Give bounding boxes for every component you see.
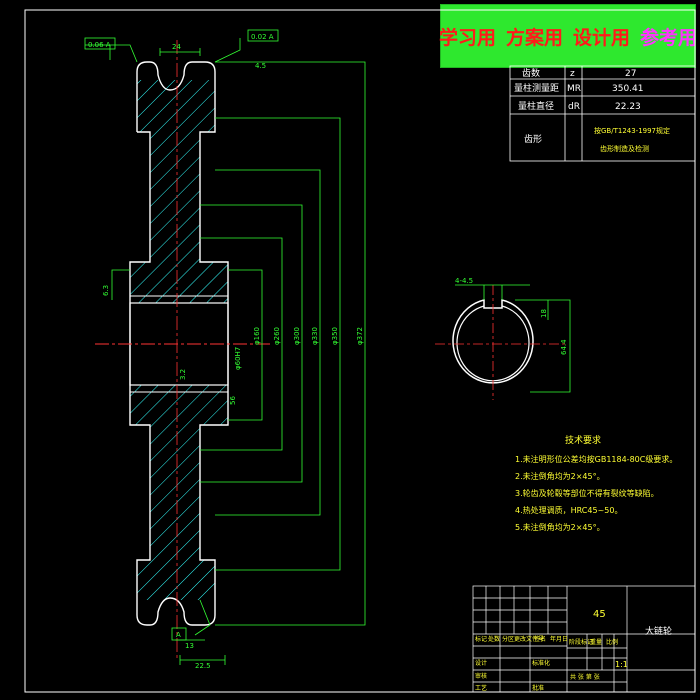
dim-angle: 4.5	[255, 62, 266, 70]
dim-keyway-width: 18	[540, 309, 548, 318]
lower-rim-hatch	[130, 385, 228, 600]
drawing-border	[24, 9, 696, 693]
keyway-outline	[452, 299, 534, 384]
dim-bottom-width-2: 13	[185, 642, 194, 650]
param-name-0: 齿数	[522, 67, 540, 79]
banner-label-scheme: 方案用	[505, 26, 563, 49]
scale: 1:1	[615, 660, 628, 669]
param-symbol-0: z	[570, 69, 575, 79]
tb-weight: 重量	[590, 638, 602, 646]
upper-rim-hatch	[130, 80, 228, 303]
param-value-2: 22.23	[615, 102, 641, 112]
tb-approve: 批准	[532, 684, 544, 692]
dim-hub-length: 56	[229, 396, 237, 405]
tolerance-frames	[84, 29, 279, 641]
callout-geom-tol-2: 0.02 A	[251, 33, 274, 41]
param-value-3: 按GB/T1243-1997规定	[594, 126, 670, 135]
tb-review: 审核	[475, 672, 487, 680]
tb-sheets: 共 张 第 张	[570, 673, 600, 681]
tech-item-3: 3.轮齿及轮毂等部位不得有裂纹等缺陷。	[515, 488, 659, 498]
tb-mark: 标记	[475, 635, 487, 643]
part-name: 大链轮	[645, 625, 672, 637]
roughness-1: 3.2	[179, 369, 187, 380]
datum-a: A	[176, 631, 181, 639]
dim-section-label: 4-4.5	[455, 277, 473, 285]
param-symbol-2: dR	[568, 102, 580, 112]
dim-d2: φ260	[273, 327, 281, 345]
dim-bottom-width: 22.5	[195, 662, 211, 670]
tech-item-2: 2.未注倒角均为2×45°。	[515, 471, 605, 481]
dimension-lines	[85, 38, 366, 665]
tb-stage-mark: 阶段标记	[569, 638, 593, 646]
param-symbol-1: MR	[567, 84, 581, 94]
dim-d1: φ160	[253, 327, 261, 345]
tb-count: 处数	[488, 635, 500, 643]
param-value-1: 350.41	[612, 84, 644, 94]
watermark-banner: 学习用 方案用 设计用 参考用	[438, 4, 698, 68]
title-block	[472, 585, 696, 693]
dim-keyway-depth: 64.4	[560, 339, 568, 355]
banner-label-design: 设计用	[573, 26, 631, 49]
param-name-3: 齿形	[524, 133, 542, 145]
material: 45	[593, 609, 606, 620]
parameter-table	[509, 65, 696, 162]
param-name-1: 量柱测量距	[514, 82, 559, 94]
tb-process: 工艺	[475, 684, 487, 692]
callout-geom-tol-1: 0.06 A	[88, 41, 111, 49]
dim-bore: φ60H7	[234, 347, 242, 370]
keyway-section-view: 4-4.5 64.4 18	[435, 277, 571, 400]
tb-zone: 分区	[502, 635, 514, 643]
tb-scale-label: 比例	[606, 638, 618, 646]
dim-d5: φ350	[331, 327, 339, 345]
param-value-3-line2: 齿形制造及检测	[600, 144, 649, 153]
dim-d4: φ330	[311, 327, 319, 345]
dim-left-chamfer: 6.3	[102, 285, 110, 296]
upper-outline	[129, 61, 229, 303]
dim-width-top: 24	[172, 43, 181, 51]
tb-standardize: 标准化	[532, 659, 550, 667]
tb-date: 年月日	[550, 635, 568, 643]
tb-signature: 签名	[534, 635, 546, 643]
tb-doc-no: 更改文件号	[514, 635, 544, 643]
tb-design: 设计	[475, 659, 487, 667]
dim-d3: φ300	[293, 327, 301, 345]
dim-d-outer: φ372	[356, 327, 364, 345]
tech-requirements: 技术要求 1.未注明形位公差均按GB1184-80C级要求。 2.未注倒角均为2…	[515, 434, 677, 532]
tech-item-1: 1.未注明形位公差均按GB1184-80C级要求。	[515, 454, 677, 464]
banner-label-study: 学习用	[438, 26, 496, 49]
param-value-0: 27	[625, 69, 636, 79]
tech-title: 技术要求	[565, 434, 601, 446]
tech-item-5: 5.未注倒角均为2×45°。	[515, 522, 605, 532]
keyway-dims	[455, 284, 571, 393]
banner-label-reference: 参考用	[640, 26, 698, 49]
tech-item-4: 4.热处理调质，HRC45~50。	[515, 505, 622, 515]
param-name-2: 量柱直径	[518, 100, 554, 112]
sprocket-section-view	[95, 40, 270, 660]
